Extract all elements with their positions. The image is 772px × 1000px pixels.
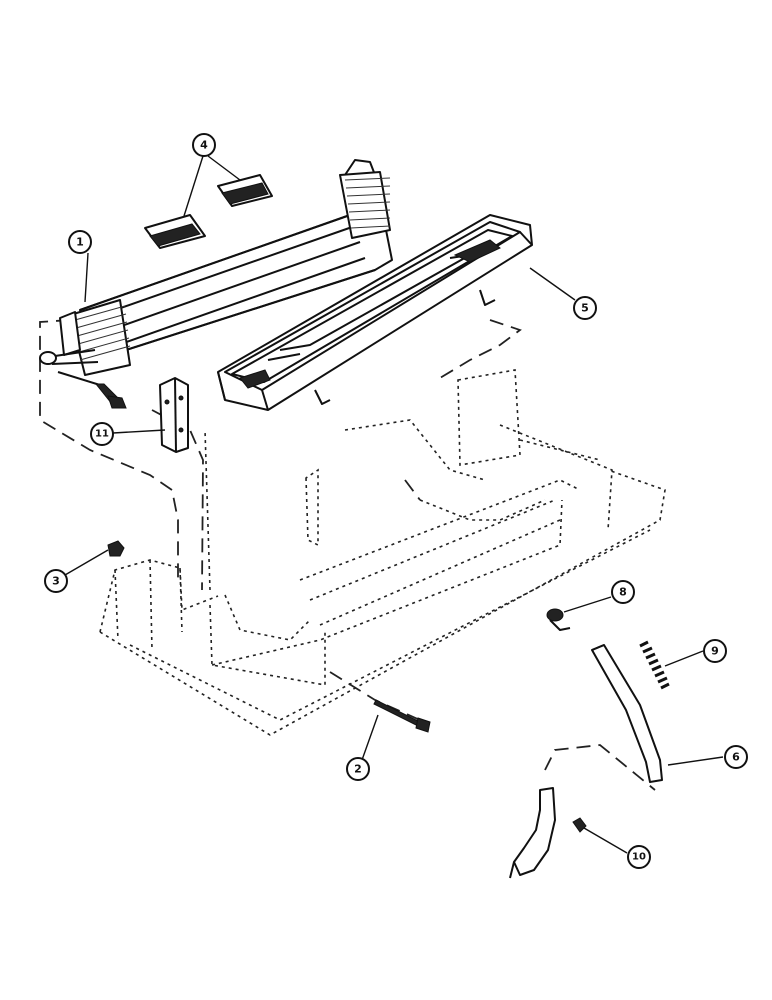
assembly-guide-lines (39, 319, 656, 791)
callout-9: 9 (703, 639, 727, 663)
leader-lines (64, 155, 724, 854)
callout-1-label: 1 (76, 236, 84, 249)
drain-pan (217, 214, 533, 411)
callout-8-label: 8 (619, 586, 627, 599)
fitting (546, 608, 571, 631)
callout-8: 8 (611, 580, 635, 604)
heater-core (39, 159, 393, 409)
callout-10-label: 10 (632, 852, 646, 863)
drain-hose (591, 644, 663, 783)
callout-4-label: 4 (200, 139, 208, 152)
bolt (373, 699, 431, 733)
callout-3-label: 3 (52, 575, 60, 588)
callout-11: 11 (90, 422, 114, 446)
core-fins-right (344, 177, 391, 229)
callout-10: 10 (627, 845, 651, 869)
lower-hose (509, 787, 556, 879)
callout-11-label: 11 (95, 429, 109, 440)
callout-6: 6 (724, 745, 748, 769)
callout-4: 4 (192, 133, 216, 157)
callout-2: 2 (346, 757, 370, 781)
core-fins-left (74, 305, 131, 361)
spring (639, 640, 670, 690)
bracket (159, 377, 189, 453)
callout-2-label: 2 (354, 763, 362, 776)
callout-9-label: 9 (711, 645, 719, 658)
mounting-housing (99, 369, 666, 736)
nut (107, 540, 125, 557)
clamp (572, 817, 587, 833)
callout-5-label: 5 (581, 302, 589, 315)
seal-pads (144, 174, 273, 249)
callout-6-label: 6 (732, 751, 740, 764)
callout-3: 3 (44, 569, 68, 593)
callout-5: 5 (573, 296, 597, 320)
callout-1: 1 (68, 230, 92, 254)
